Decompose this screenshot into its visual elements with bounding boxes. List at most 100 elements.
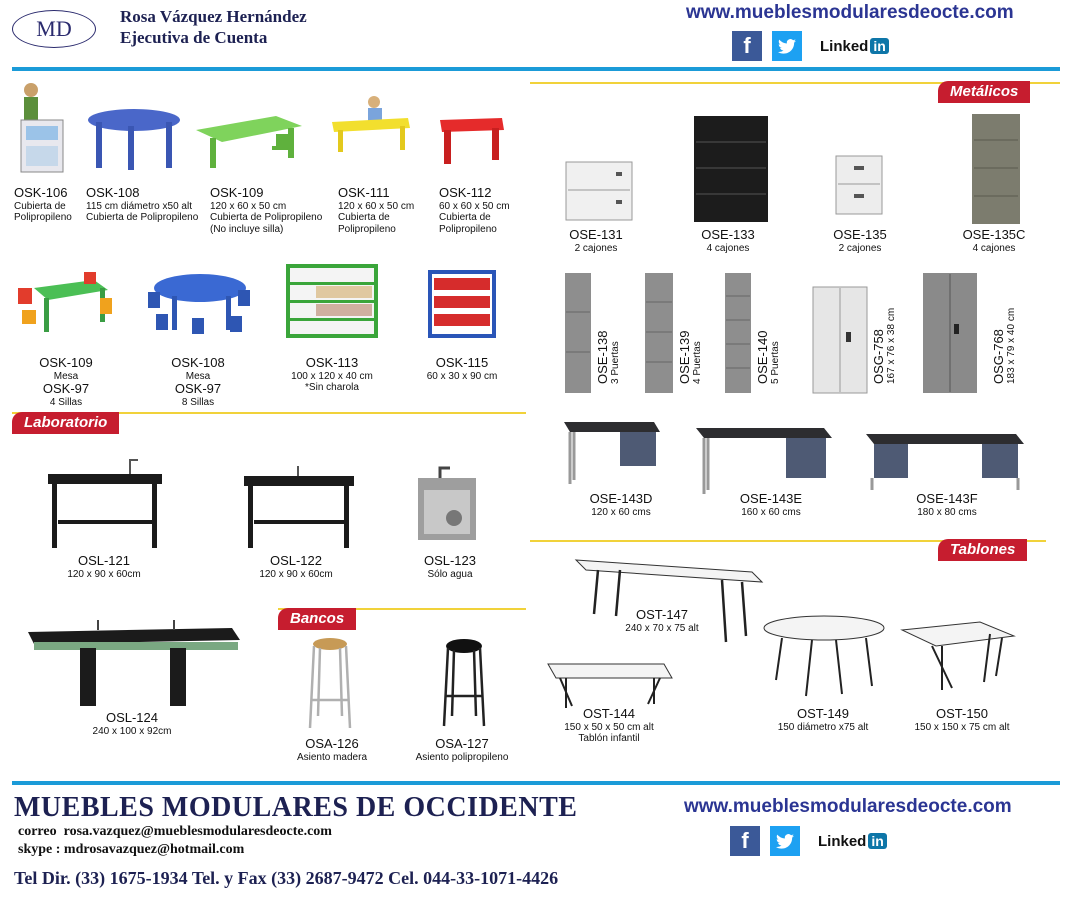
product-code: OSK-109 [210,185,264,200]
website-link[interactable]: www.mueblesmodularesdeocte.com [686,2,1014,23]
twitter-icon[interactable] [770,826,800,856]
product-ose-135c: OSE-135C 4 cajones [954,227,1034,254]
section-tablones: Tablones [938,539,1028,561]
product-ose-143f: OSE-143F 180 x 80 cms [902,491,992,518]
product-code: OST-150 [935,706,989,721]
product-osg-758: OSG-758 167 x 76 x 38 cm [871,307,898,384]
product-desc: Sólo agua [427,568,473,580]
osk-115-image [428,270,496,338]
ose-135c-image [972,114,1020,224]
product-desc: 150 x 50 x 50 cm alt [564,721,654,733]
tablones-rule [530,540,1046,542]
product-desc: Polipropileno [439,223,497,235]
product-code: OSE-143F [916,491,978,506]
product-desc: 4 Puertas [692,341,704,384]
product-ose-143d: OSE-143D 120 x 60 cms [576,491,666,518]
product-desc: 60 x 30 x 90 cm [426,370,498,382]
product-code: OSA-126 [305,736,359,751]
product-ost-149: OST-149 150 diámetro x75 alt [766,706,880,733]
ose-143d-image [564,422,660,484]
ose-138-image [565,273,591,393]
product-code: OST-147 [635,607,689,622]
product-code: OSG-758 [871,329,886,384]
product-osk-112: OSK-112 60 x 60 x 50 cm Cubierta de Poli… [439,185,510,235]
product-desc: *Sin charola [305,382,359,394]
ose-135-image [835,155,883,215]
product-ost-147: OST-147 240 x 70 x 75 alt [612,607,712,634]
product-code: OSL-123 [423,553,477,568]
twitter-icon[interactable] [772,31,802,61]
product-desc: 120 x 60 cms [591,506,651,518]
osl-122-image [244,466,354,548]
product-desc: Polipropileno [338,223,396,235]
linkedin-badge: in [868,833,887,849]
section-bancos: Bancos [278,608,357,630]
product-ose-131: OSE-131 2 cajones [556,227,636,254]
product-desc: Polipropileno [14,212,72,224]
osk-109-image [196,116,302,168]
ose-131-image [565,161,633,221]
ost-150-image [900,621,1016,690]
product-code: OSL-121 [77,553,131,568]
ose-133-image [694,116,768,222]
product-desc: 240 x 70 x 75 alt [625,622,699,634]
product-desc: Cubierta de [14,200,66,212]
facebook-icon[interactable]: f [732,31,762,61]
footer-website-link[interactable]: www.mueblesmodularesdeocte.com [684,796,1012,817]
product-osk-115: OSK-115 60 x 30 x 90 cm [414,355,510,382]
product-desc: 240 x 100 x 92cm [92,725,172,737]
product-code: OSK-113 [305,355,359,370]
product-code: OSE-143D [589,491,653,506]
product-desc: 167 x 76 x 38 cm [886,307,898,384]
product-desc: 5 Puertas [770,341,782,384]
contact-header: Rosa Vázquez Hernández Ejecutiva de Cuen… [120,6,307,48]
product-code: OSE-135 [833,227,887,242]
facebook-icon[interactable]: f [730,826,760,856]
product-ose-135: OSE-135 2 cajones [820,227,900,254]
product-ost-144: OST-144 150 x 50 x 50 cm alt Tablón infa… [554,706,664,745]
product-code: OSE-140 [755,330,770,384]
product-code: OSE-139 [677,330,692,384]
company-name: MUEBLES MODULARES DE OCCIDENTE [14,792,578,823]
laboratorio-rule [12,412,526,414]
skype-id[interactable]: mdrosavazquez@hotmail.com [63,842,245,857]
ose-140-image [725,273,751,393]
product-ose-139: OSE-139 4 Puertas [677,330,704,384]
footer-divider [12,781,1060,785]
product-desc: 4 cajones [972,242,1016,254]
ost-147-image [574,559,764,643]
product-osk-108: OSK-108 115 cm diámetro x50 alt Cubierta… [86,185,199,224]
product-desc: Cubierta de [439,212,491,224]
osk-111-image [332,96,410,152]
product-code: OSK-111 [338,185,390,200]
product-desc: 60 x 60 x 50 cm [439,200,510,212]
osl-123-image [418,466,476,540]
linkedin-text: Linked [820,37,869,55]
product-desc: 120 x 60 x 50 cm [210,200,287,212]
product-desc: (No incluye silla) [210,223,284,235]
osk-106-image [20,83,64,173]
product-desc: 180 x 80 cms [917,506,977,518]
product-desc: Cubierta de Polipropileno [86,212,199,224]
product-desc: Cubierta de [338,212,390,224]
product-desc: 4 Sillas [49,397,83,409]
product-ost-150: OST-150 150 x 150 x 75 cm alt [902,706,1022,733]
product-desc: 120 x 60 x 50 cm [338,200,415,212]
email-link[interactable]: rosa.vazquez@mueblesmodularesdeocte.com [63,824,332,839]
ost-144-image [547,663,673,708]
email-label: correo [18,824,57,839]
osl-121-image [48,459,162,548]
contact-name: Rosa Vázquez Hernández [120,7,307,26]
contact-role: Ejecutiva de Cuenta [120,28,268,47]
osg-758-image [812,286,868,394]
product-code: OSE-135C [962,227,1026,242]
product-code: OSE-133 [701,227,755,242]
product-osl-122: OSL-122 120 x 90 x 60cm [246,553,346,580]
product-code: OSK-108 [86,185,140,200]
product-desc: 8 Sillas [181,397,215,409]
skype-line: skype : mdrosavazquez@hotmail.com [18,842,244,858]
